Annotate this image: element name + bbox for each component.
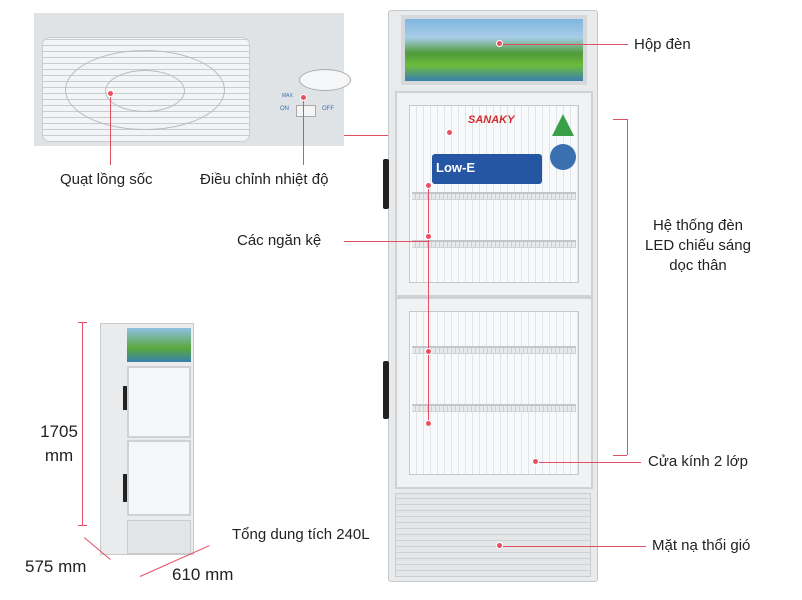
- light-box-dot: [496, 40, 503, 47]
- shelf-dot-4: [425, 420, 432, 427]
- fan-dot: [107, 90, 114, 97]
- height-dimension-line: [82, 322, 83, 526]
- thermostat-dot: [300, 94, 307, 101]
- light-box: [401, 15, 587, 85]
- height-value: 1705: [40, 422, 78, 441]
- upper-door-handle: [383, 159, 389, 209]
- air-vent-dot: [496, 542, 503, 549]
- label-capacity: Tổng dung tích 240L: [232, 526, 370, 543]
- award-badge: [550, 144, 576, 170]
- label-shelves: Các ngăn kệ: [237, 232, 322, 249]
- small-fridge: [100, 323, 194, 555]
- inset-dot: [446, 129, 453, 136]
- dial-max: MAX: [282, 93, 293, 99]
- lower-glass-door: [395, 297, 593, 489]
- glass-door-dot: [532, 458, 539, 465]
- green-star-badge: [552, 114, 574, 136]
- label-air-vent: Mặt nạ thổi gió: [652, 537, 751, 554]
- dial-off: OFF: [322, 106, 334, 112]
- width-value: 610 mm: [172, 565, 234, 584]
- low-e-badge: Low-E: [432, 154, 542, 184]
- air-vent-panel: [395, 493, 591, 577]
- thermostat-knob: [299, 69, 351, 91]
- brand-logo: SANAKY: [468, 114, 515, 126]
- depth-value: 575 mm: [25, 557, 87, 576]
- label-thermostat: Điều chỉnh nhiệt độ: [200, 171, 329, 188]
- shelf-dot-1: [425, 182, 432, 189]
- lower-door-handle: [383, 361, 389, 419]
- shelf-dot-3: [425, 348, 432, 355]
- label-fan: Quạt lồng sốc: [60, 171, 153, 188]
- dial-on: ON: [280, 106, 289, 112]
- main-fridge: SANAKY Low-E: [383, 10, 598, 582]
- shelf-dot-2: [425, 233, 432, 240]
- label-glass-door: Cửa kính 2 lớp: [648, 453, 748, 470]
- power-switch: [296, 105, 316, 117]
- fan-grille: [42, 37, 250, 142]
- fan-thermostat-inset: MAX ON OFF: [34, 13, 351, 146]
- height-unit: mm: [44, 446, 74, 465]
- label-light-box: Hộp đèn: [634, 36, 691, 53]
- upper-glass-door: SANAKY Low-E: [395, 91, 593, 297]
